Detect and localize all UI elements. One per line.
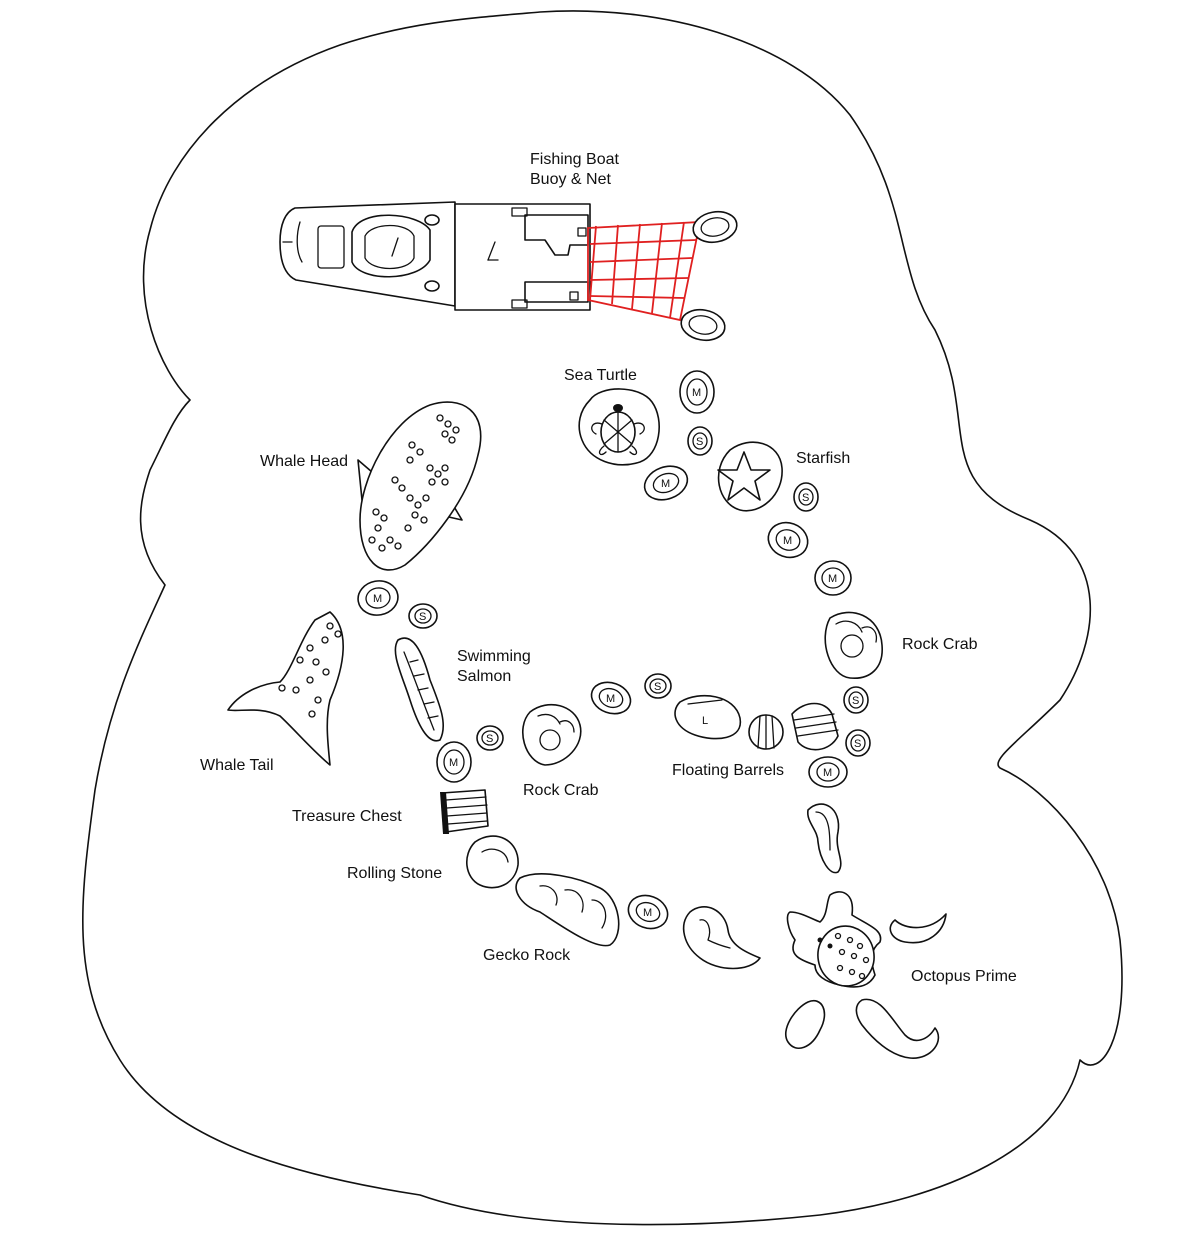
floating-barrel-side[interactable] xyxy=(791,702,839,751)
hold-s-3[interactable]: S xyxy=(408,603,438,629)
fishing-boat[interactable] xyxy=(279,201,591,311)
hold-s-1[interactable]: S xyxy=(687,426,713,456)
gecko-rock-label: Gecko Rock xyxy=(483,947,571,964)
hold-m-7[interactable]: M xyxy=(436,741,472,783)
octopus-tentacle-top[interactable] xyxy=(807,803,842,874)
svg-text:M: M xyxy=(823,767,832,779)
svg-text:S: S xyxy=(854,738,861,750)
large-hold-l-glyph: L xyxy=(702,715,708,727)
svg-text:S: S xyxy=(654,681,661,693)
hold-s-5[interactable]: S xyxy=(843,686,869,714)
svg-text:S: S xyxy=(696,436,703,448)
starfish-hold[interactable] xyxy=(717,441,783,512)
hold-m-2[interactable]: M xyxy=(640,460,692,505)
fishing-boat-label: Fishing Boat Buoy & Net xyxy=(530,150,619,190)
whale-head-holds xyxy=(368,414,460,552)
hold-m-9[interactable]: M xyxy=(624,890,673,934)
large-hold-l[interactable]: L xyxy=(674,695,741,740)
swimming-salmon[interactable] xyxy=(394,637,444,742)
whale-tail[interactable] xyxy=(227,611,344,766)
treasure-chest[interactable] xyxy=(440,789,489,834)
swimming-salmon-label-line1: Swimming xyxy=(457,648,531,665)
gecko-rock-hold[interactable] xyxy=(515,873,620,947)
wall-boundary xyxy=(82,10,1123,1226)
svg-text:S: S xyxy=(852,695,859,707)
hold-s-7[interactable]: S xyxy=(845,729,871,757)
rock-crab-center-hold[interactable] xyxy=(521,703,582,766)
whale-head-label: Whale Head xyxy=(260,453,349,470)
rock-crab-right-label: Rock Crab xyxy=(902,636,978,653)
svg-text:M: M xyxy=(373,593,382,605)
whale-head[interactable] xyxy=(357,401,482,571)
floating-barrels-label: Floating Barrels xyxy=(672,762,785,779)
fishing-net xyxy=(587,221,702,322)
octopus-tentacle-bottom-left[interactable] xyxy=(785,999,826,1050)
rock-crab-center-label: Rock Crab xyxy=(523,782,599,799)
buoy-bottom[interactable] xyxy=(679,306,728,343)
svg-text:M: M xyxy=(692,387,701,399)
hold-s-4[interactable]: S xyxy=(644,673,672,699)
floating-barrel-round[interactable] xyxy=(748,714,784,750)
hold-s-6[interactable]: S xyxy=(476,725,504,751)
rolling-stone-hold[interactable] xyxy=(466,835,519,889)
whale-tail-label: Whale Tail xyxy=(200,757,274,774)
svg-text:M: M xyxy=(783,535,792,547)
hold-m-8[interactable]: M xyxy=(808,756,848,788)
octopus-prime[interactable] xyxy=(786,891,882,991)
hold-s-2[interactable]: S xyxy=(793,482,819,512)
curl-hold[interactable] xyxy=(682,906,761,970)
rolling-stone-label: Rolling Stone xyxy=(347,865,443,882)
svg-text:M: M xyxy=(661,478,670,490)
whale-tail-holds xyxy=(278,622,342,718)
svg-text:M: M xyxy=(606,693,615,705)
fishing-boat-label-line2: Buoy & Net xyxy=(530,171,611,188)
svg-text:S: S xyxy=(419,611,426,623)
sea-turtle-label: Sea Turtle xyxy=(564,367,637,384)
svg-text:S: S xyxy=(802,492,809,504)
treasure-chest-label: Treasure Chest xyxy=(292,808,402,825)
starfish-label: Starfish xyxy=(796,450,851,467)
rock-crab-right-hold[interactable] xyxy=(824,611,883,679)
svg-text:M: M xyxy=(828,573,837,585)
svg-text:M: M xyxy=(449,757,458,769)
svg-text:M: M xyxy=(643,907,652,919)
swimming-salmon-label: Swimming Salmon xyxy=(457,647,531,687)
octopus-tentacle-bottom-right[interactable] xyxy=(855,998,940,1059)
hold-m-1[interactable]: M xyxy=(679,370,715,414)
hold-m-6[interactable]: M xyxy=(587,677,635,719)
hold-m-3[interactable]: M xyxy=(763,517,812,563)
svg-text:S: S xyxy=(486,733,493,745)
octopus-tentacle-right[interactable] xyxy=(889,913,947,944)
fishing-boat-label-line1: Fishing Boat xyxy=(530,151,619,168)
sea-turtle-hold[interactable] xyxy=(578,388,660,466)
octopus-prime-label: Octopus Prime xyxy=(911,968,1017,985)
buoy-top[interactable] xyxy=(691,208,740,245)
hold-m-5[interactable]: M xyxy=(355,578,400,618)
hold-m-4[interactable]: M xyxy=(814,560,852,596)
swimming-salmon-label-line2: Salmon xyxy=(457,668,512,685)
